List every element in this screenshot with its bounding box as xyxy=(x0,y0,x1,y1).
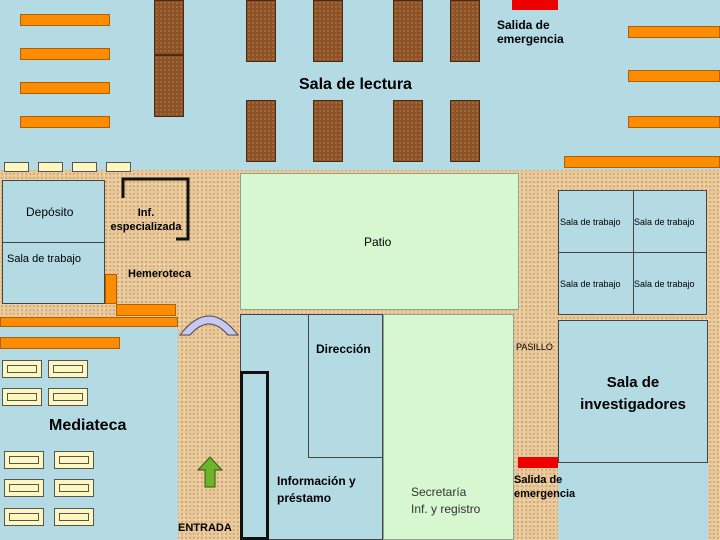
counter xyxy=(240,371,269,540)
shelf xyxy=(116,304,176,316)
sala-de-trabajo-left-label: Sala de trabajo xyxy=(7,253,81,265)
media-desk xyxy=(4,451,44,469)
media-desk xyxy=(48,360,88,378)
sala-de-trabajo-cell xyxy=(558,190,634,253)
sala-de-trabajo-label: Sala de trabajo xyxy=(560,217,621,227)
shelf xyxy=(0,317,178,327)
hemeroteca-label: Hemeroteca xyxy=(128,268,191,280)
media-desk xyxy=(2,388,42,406)
media-desk xyxy=(54,479,94,497)
direccion-label: Dirección xyxy=(316,342,371,356)
shelf xyxy=(20,116,110,128)
media-desk xyxy=(4,479,44,497)
investigadores-annex xyxy=(558,463,708,540)
mediateca-label: Mediateca xyxy=(49,417,127,434)
sala-de-trabajo-label: Sala de trabajo xyxy=(634,217,695,227)
shelf xyxy=(628,26,720,38)
emergency-exit-top xyxy=(512,0,558,10)
reading-table xyxy=(393,100,423,162)
reading-table xyxy=(393,0,423,62)
media-desk xyxy=(2,360,42,378)
deposito-label: Depósito xyxy=(26,205,74,219)
small-desk xyxy=(4,162,29,172)
reading-table xyxy=(246,100,276,162)
sala-de-lectura-room xyxy=(0,0,720,170)
reading-table xyxy=(450,0,480,62)
reading-table xyxy=(246,0,276,62)
reading-table xyxy=(154,0,184,55)
secretaria-room xyxy=(383,314,514,540)
arch-icon xyxy=(178,315,240,336)
sala-de-trabajo-cell xyxy=(558,252,634,315)
sala-de-trabajo-cell xyxy=(633,252,707,315)
shelf xyxy=(628,70,720,82)
shelf xyxy=(105,274,117,304)
sala-de-trabajo-label: Sala de trabajo xyxy=(560,279,621,289)
direccion-room xyxy=(308,314,383,458)
small-desk xyxy=(72,162,97,172)
entrada-label: ENTRADA xyxy=(178,522,232,534)
media-desk xyxy=(54,451,94,469)
shelf xyxy=(628,116,720,128)
small-desk xyxy=(106,162,131,172)
sala-de-trabajo-left-room xyxy=(2,242,105,304)
shelf xyxy=(20,48,110,60)
shelf xyxy=(564,156,720,168)
pasillo-label: PASILLO xyxy=(516,342,553,352)
sala-de-trabajo-label: Sala de trabajo xyxy=(634,279,695,289)
patio-label: Patio xyxy=(364,235,392,249)
reading-table xyxy=(313,0,343,62)
emergency-exit-bottom xyxy=(518,457,558,468)
inf-especializada-wall xyxy=(121,177,190,241)
small-desk xyxy=(38,162,63,172)
media-desk xyxy=(54,508,94,526)
shelf xyxy=(0,337,120,349)
media-desk xyxy=(4,508,44,526)
up-arrow-icon xyxy=(197,456,223,488)
inf-especializada-label: Inf.especializada xyxy=(110,207,182,233)
reading-table xyxy=(450,100,480,162)
shelf xyxy=(20,82,110,94)
patio xyxy=(240,173,519,310)
reading-table xyxy=(313,100,343,162)
sala-de-lectura-label: Sala de lectura xyxy=(299,76,412,93)
sala-de-trabajo-cell xyxy=(633,190,707,253)
reading-table xyxy=(154,55,184,117)
shelf xyxy=(20,14,110,26)
media-desk xyxy=(48,388,88,406)
sala-de-investigadores-room xyxy=(558,320,708,463)
